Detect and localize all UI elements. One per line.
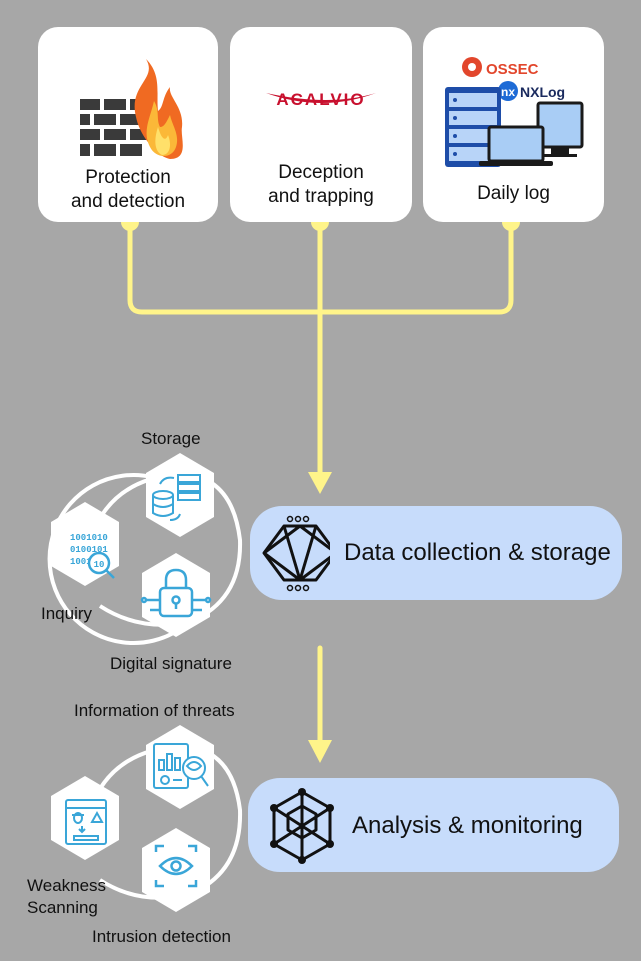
binary-search-icon: 1001010 0100101 1001	[70, 533, 108, 567]
feature-label-inquiry: Inquiry	[41, 604, 93, 623]
nxlog-wordmark: NXLog	[520, 84, 565, 100]
database-sync-icon	[152, 474, 201, 521]
stage-data-collection: Data collection & storage	[250, 506, 622, 600]
stage-title: Data collection & storage	[344, 539, 611, 566]
threat-report-icon	[153, 743, 209, 789]
source-label: Daily log	[477, 183, 550, 204]
svg-text:1001: 1001	[70, 557, 92, 567]
servers-laptop-icon: OSSEC nx NXLog	[445, 57, 584, 167]
feature-label-threats: Information of threats	[74, 701, 235, 720]
feature-label-storage: Storage	[141, 429, 201, 448]
svg-text:10: 10	[94, 560, 105, 570]
source-card-dailylog: OSSEC nx NXLog Daily log	[423, 27, 604, 222]
lock-circuit-icon	[140, 568, 212, 618]
firewall-icon	[80, 59, 183, 159]
bug-scan-icon	[65, 799, 107, 845]
feature-label-intrusion: Intrusion detection	[92, 927, 231, 946]
ossec-wordmark: OSSEC	[486, 61, 539, 78]
eye-scan-icon	[154, 844, 198, 888]
svg-text:0100101: 0100101	[70, 545, 108, 555]
network-web-icon	[270, 788, 334, 864]
svg-text:1001010: 1001010	[70, 533, 108, 543]
svg-text:nx: nx	[501, 85, 515, 99]
acalvio-wordmark: ACALVIO	[276, 90, 365, 109]
stage-title: Analysis & monitoring	[352, 812, 583, 839]
hexagon-network-icon	[262, 515, 330, 592]
feature-label-digital-signature: Digital signature	[110, 654, 232, 673]
acalvio-logo: ACALVIO	[266, 90, 376, 109]
stage-analysis-monitoring: Analysis & monitoring	[248, 778, 619, 872]
